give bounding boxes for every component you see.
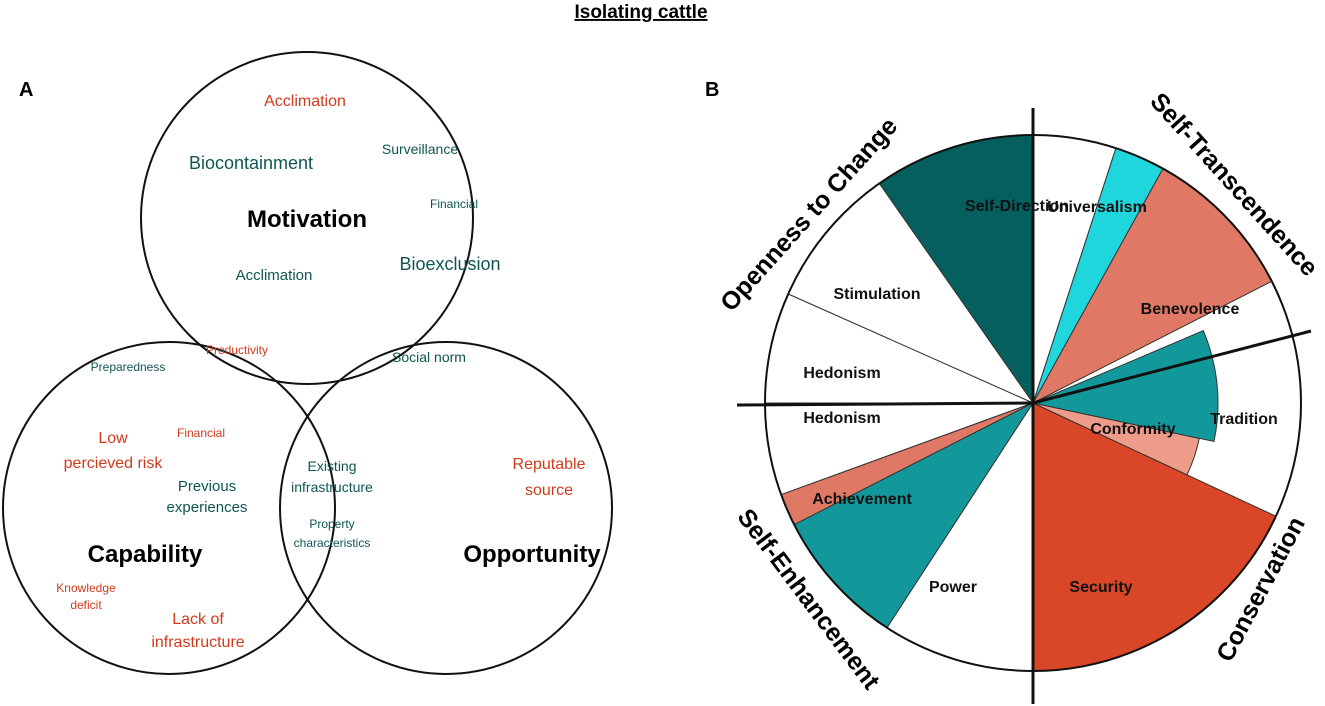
segment-label-stimulation: Stimulation — [833, 286, 920, 303]
panel-a-label: A — [19, 79, 33, 101]
term-bioexclusion: Bioexclusion — [399, 254, 500, 274]
term-surveillance: Surveillance — [382, 141, 458, 157]
capability-label: Capability — [88, 541, 203, 568]
term-reputable-line1: Reputable — [513, 456, 586, 473]
term-biocontainment: Biocontainment — [189, 153, 313, 173]
segment-label-achievement: Achievement — [812, 491, 912, 508]
segment-label-security: Security — [1069, 579, 1132, 596]
motivation-circle — [140, 51, 474, 385]
segment-conformity — [1031, 330, 1219, 443]
segment-label-benevolence: Benevolence — [1141, 301, 1240, 318]
divider-left — [736, 401, 1034, 407]
term-existing-line2: infrastructure — [291, 479, 373, 495]
capability-circle — [2, 341, 336, 675]
term-acclimation-teal: Acclimation — [236, 267, 313, 284]
segment-label-hedonism-upper: Hedonism — [803, 365, 880, 382]
segment-label-conformity: Conformity — [1090, 421, 1175, 438]
term-existing-line1: Existing — [307, 458, 356, 474]
segment-label-power: Power — [929, 579, 977, 596]
term-financial-capability: Financial — [177, 426, 225, 440]
motivation-label: Motivation — [247, 206, 367, 233]
term-previous-line1: Previous — [178, 478, 236, 495]
term-lack-line1: Lack of — [172, 611, 224, 628]
term-preparedness: Preparedness — [91, 360, 166, 374]
term-reputable-line2: source — [525, 482, 573, 499]
term-lack-line2: infrastructure — [151, 634, 244, 651]
opportunity-label: Opportunity — [463, 541, 601, 568]
term-low-risk-line2: percieved risk — [64, 455, 164, 472]
term-property-line1: Property — [309, 517, 354, 531]
values-wheel: Self-DirectionStimulationHedonismHedonis… — [736, 108, 1312, 704]
term-acclimation-red: Acclimation — [264, 93, 346, 110]
segment-label-tradition: Tradition — [1210, 411, 1278, 428]
term-financial-motivation: Financial — [430, 197, 478, 211]
figure-title: Isolating cattle — [574, 2, 707, 23]
term-previous-line2: experiences — [167, 499, 248, 516]
segment-label-hedonism-lower: Hedonism — [803, 410, 880, 427]
panel-b-label: B — [705, 79, 719, 101]
segment-label-self-direction: Self-Direction — [965, 198, 1069, 215]
term-property-line2: characteristics — [294, 536, 371, 550]
divider-right — [1032, 329, 1312, 405]
segment-label-universalism: Universalism — [1047, 199, 1147, 216]
term-knowledge-line1: Knowledge — [56, 581, 116, 595]
term-knowledge-line2: deficit — [70, 598, 102, 612]
term-social-norm: Social norm — [392, 349, 466, 365]
opportunity-circle — [279, 341, 613, 675]
term-low-risk-line1: Low — [98, 430, 128, 447]
term-productivity: Productivity — [206, 343, 268, 357]
